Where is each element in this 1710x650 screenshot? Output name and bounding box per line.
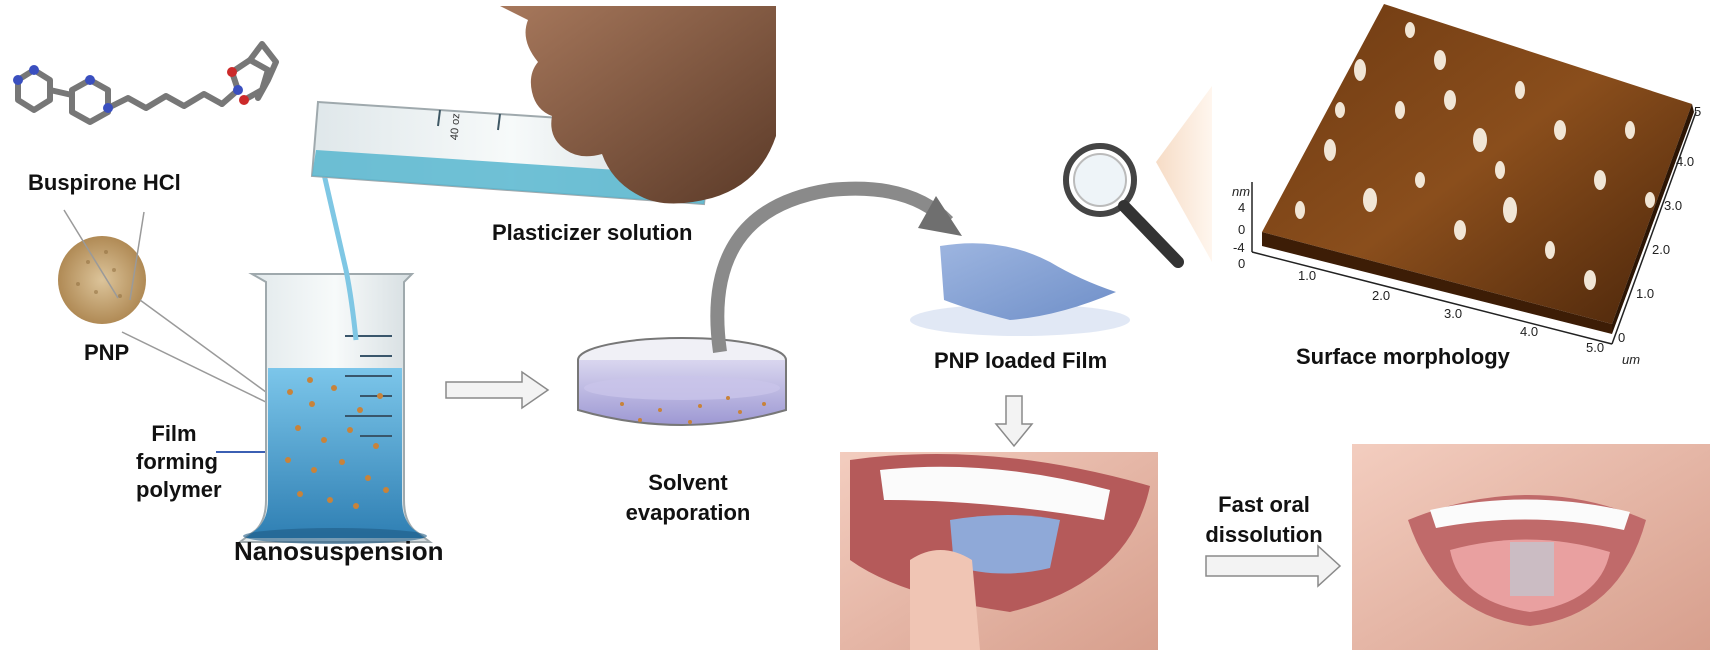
- dissolution-label-line2: dissolution: [1205, 522, 1323, 547]
- curved-arrow: [710, 181, 954, 353]
- mouth-photo-dissolved: [1352, 444, 1710, 650]
- afm-peaks: [1295, 22, 1655, 290]
- mouth-photo-film-placement: [840, 452, 1158, 650]
- film-image: [910, 243, 1130, 336]
- dissolution-label-line1: Fast oral: [1218, 492, 1310, 517]
- arrow-to-dissolved: [1205, 544, 1342, 588]
- pnp-label: PNP: [84, 340, 130, 365]
- afm-xy-unit: um: [1622, 352, 1641, 367]
- afm-y-tick-3: 3.0: [1664, 198, 1683, 213]
- magnifier-icon: [1063, 143, 1184, 268]
- polymer-label-line1: Film: [151, 421, 197, 446]
- afm-title: Surface morphology: [1296, 344, 1510, 369]
- afm-z-unit: nm: [1232, 184, 1251, 199]
- afm-y-tick-4: 4.0: [1676, 154, 1695, 169]
- hand-image: [500, 6, 776, 204]
- buspirone-molecule-icon: [15, 41, 279, 125]
- afm-z-base: 0: [1238, 256, 1246, 271]
- polymer-label-line3: polymer: [136, 477, 222, 502]
- afm-y-tick-1: 1.0: [1636, 286, 1655, 301]
- afm-x-tick-5: 5.0: [1586, 340, 1605, 355]
- afm-y-tick-2: 2.0: [1652, 242, 1671, 257]
- afm-z-tick-4: 4: [1238, 200, 1246, 215]
- afm-y-tick-5: 5: [1694, 104, 1702, 119]
- arrow-to-dish: [445, 370, 550, 410]
- cylinder-mark: 40 oz: [449, 113, 463, 141]
- solvent-label: Solvent evaporation: [618, 468, 758, 528]
- molecule-atoms: [13, 65, 249, 113]
- afm-x-tick-4: 4.0: [1520, 324, 1539, 339]
- afm-x-tick-1: 1.0: [1298, 268, 1317, 283]
- pouring-stream: [315, 147, 359, 341]
- afm-surface-image: [1262, 4, 1694, 334]
- afm-z-tick-minus4: -4: [1233, 240, 1245, 255]
- solvent-label-line1: Solvent: [648, 470, 728, 495]
- pointer-lines: [63, 209, 273, 406]
- plasticizer-label: Plasticizer solution: [492, 220, 693, 245]
- dissolution-label: Fast oral dissolution: [1196, 490, 1332, 550]
- arrow-to-mouth: [994, 395, 1034, 448]
- afm-axes: [1251, 111, 1697, 345]
- petri-dish: [577, 337, 787, 426]
- afm-y-tick-0: 0: [1618, 330, 1626, 345]
- film-label: PNP loaded Film: [934, 348, 1108, 373]
- polymer-label: Film forming polymer: [136, 420, 222, 504]
- beaker-nanoparticles: [285, 377, 389, 509]
- solvent-label-line2: evaporation: [625, 500, 751, 525]
- afm-z-tick-0: 0: [1238, 222, 1246, 237]
- afm-x-tick-3: 3.0: [1444, 306, 1463, 321]
- pnp-particle: [58, 236, 146, 324]
- magnifier-beam: [1156, 86, 1212, 262]
- beaker: [237, 273, 433, 544]
- buspirone-label: Buspirone HCl: [28, 170, 181, 195]
- afm-x-tick-2: 2.0: [1372, 288, 1391, 303]
- nanosuspension-label: Nanosuspension: [234, 536, 444, 566]
- curved-arrow-head: [918, 196, 962, 236]
- polymer-label-line2: forming: [136, 449, 218, 474]
- pnp-speckles: [76, 250, 122, 298]
